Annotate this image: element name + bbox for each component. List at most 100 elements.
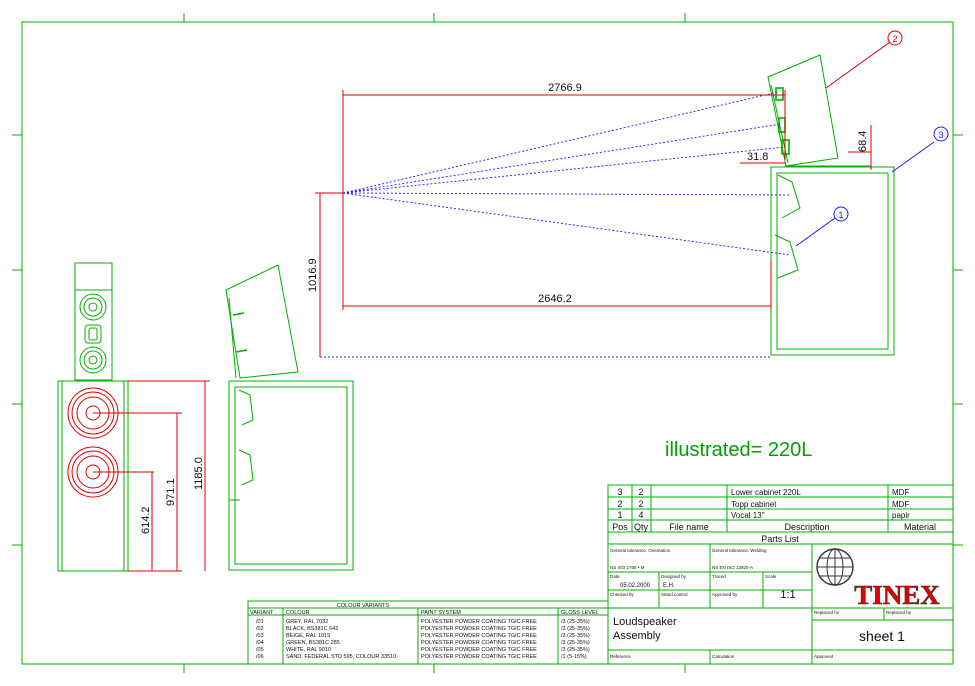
parts-header-description: Description <box>784 522 829 532</box>
cv-variant: /02 <box>256 626 264 632</box>
balloon-2: 2 <box>892 34 897 44</box>
parts-header-qty: Qty <box>634 522 649 532</box>
lower-cabinet-assembly <box>770 166 895 356</box>
cv-variant: /03 <box>256 633 264 639</box>
cv-paint: POLYESTER POWDER COATING TGIC FREE <box>421 647 537 653</box>
tb-designed-label: Designed by <box>661 574 687 579</box>
part-pos: 3 <box>617 487 622 497</box>
cv-gloss: /3 (25-35%) <box>561 619 590 625</box>
part-material: MDF <box>892 488 909 497</box>
lower-cabinet-side <box>228 380 354 571</box>
tb-title-line-1: Loudspeaker <box>613 616 677 628</box>
part-pos: 1 <box>617 510 622 520</box>
cv-rows: /01 GREY, RAL 7032 POLYESTER POWDER COAT… <box>256 619 590 660</box>
parts-header-file: File name <box>669 522 709 532</box>
tb-std-a: NS ISO 2768 • M <box>610 565 645 570</box>
balloon-3: 3 <box>938 130 943 140</box>
cv-paint: POLYESTER POWDER COATING TGIC FREE <box>421 619 537 625</box>
tb-scale-label: Scale <box>765 574 777 579</box>
dim-offset-b: 68.4 <box>857 131 869 152</box>
balloons <box>795 30 949 247</box>
tb-sheet: sheet 1 <box>859 628 905 644</box>
front-view <box>57 262 129 572</box>
top-cabinet-front <box>74 262 113 381</box>
tb-checked-label: Checked by <box>610 592 635 597</box>
parts-header-pos: Pos <box>612 522 628 532</box>
sightlines <box>320 91 791 358</box>
border-ticks <box>12 13 963 673</box>
dim-listen-height: 1016.9 <box>307 258 319 292</box>
cv-variant: /06 <box>256 654 264 660</box>
cv-header-variant: VARIANT <box>250 610 274 616</box>
cv-colour: GREEN, BS381C 285 <box>286 640 340 646</box>
tb-approved-label: Approved by <box>712 592 738 597</box>
part-description: Lower cabinet 220L <box>731 488 801 497</box>
tb-replaced-by-label: Replaced by <box>886 610 912 615</box>
assembly-view <box>767 54 895 356</box>
globe-icon <box>816 548 854 586</box>
part-qty: 4 <box>638 510 643 520</box>
tb-replaced-for-label: Replaced for <box>814 610 840 615</box>
cv-gloss: /3 (25-35%) <box>561 626 590 632</box>
cv-paint: POLYESTER POWDER COATING TGIC FREE <box>421 654 537 660</box>
cv-header-gloss: GLOSS LEVEL <box>561 610 599 616</box>
cv-header-colour: COLOUR <box>286 610 310 616</box>
tb-reference-label: Reference <box>610 654 631 659</box>
title-block <box>607 484 954 665</box>
tb-designed-value: E.H. <box>663 583 675 589</box>
cv-gloss: /3 (25-35%) <box>561 633 590 639</box>
cv-colour: GREY, RAL 7032 <box>286 619 328 625</box>
cv-header-paint: PAINT SYSTEM <box>421 610 461 616</box>
colour-variants-table <box>247 600 609 665</box>
parts-list-title: Parts List <box>761 534 799 544</box>
cv-paint: POLYESTER POWDER COATING TGIC FREE <box>421 626 537 632</box>
tb-date-value: 05.02.2000 <box>620 583 651 589</box>
part-material: MDF <box>892 500 909 509</box>
tb-general-tol-orientation: General tolerance, Orientation <box>610 548 671 553</box>
cv-gloss: /1 (5-15%) <box>561 654 587 660</box>
tb-std-b: NS EN ISO 13920-A <box>712 565 753 570</box>
dim-throw-bottom: 2646.2 <box>538 293 572 305</box>
part-description: Topp cabinet <box>731 500 777 509</box>
cv-variant: /01 <box>256 619 264 625</box>
front-dimensions <box>93 380 210 572</box>
assembly-dimensions <box>315 90 872 357</box>
cv-variant: /05 <box>256 647 264 653</box>
cv-paint: POLYESTER POWDER COATING TGIC FREE <box>421 640 537 646</box>
cv-colour: BLACK, BS381C 642 <box>286 626 338 632</box>
cv-variant: /04 <box>256 640 264 646</box>
top-cabinet-assembly <box>767 54 839 167</box>
top-cabinet-side <box>225 264 299 379</box>
dim-front-lower: 614.2 <box>140 506 152 534</box>
tb-title-line-2: Assembly <box>613 630 661 642</box>
tb-approved-label-2: Approved <box>814 654 834 659</box>
cv-colour: SAND, FEDERAL STD 595, COLOUR 33510 <box>286 654 396 660</box>
dim-front-total: 1185.0 <box>193 457 205 490</box>
sheet-border <box>21 21 954 665</box>
tb-traced-label: Traced <box>712 574 726 579</box>
cv-colour: BEIGE, RAL 1019 <box>286 633 330 639</box>
cv-title: COLOUR VARIANTS <box>337 603 389 609</box>
dim-offset-a: 31.8 <box>747 151 768 163</box>
tb-standard-label: Stand.control <box>661 592 688 597</box>
side-view <box>225 264 354 571</box>
parts-header-material: Material <box>904 522 936 532</box>
cv-paint: POLYESTER POWDER COATING TGIC FREE <box>421 633 537 639</box>
part-pos: 2 <box>617 499 622 509</box>
dim-front-upper: 971.1 <box>165 478 177 506</box>
part-qty: 2 <box>638 487 643 497</box>
part-qty: 2 <box>638 499 643 509</box>
company-logo: TINEX <box>854 580 940 610</box>
cv-colour: WHITE, RAL 9010 <box>286 647 331 653</box>
balloon-1: 1 <box>838 210 843 220</box>
tb-calculation-label: Calculation <box>712 654 735 659</box>
dim-throw-top: 2766.9 <box>548 82 582 94</box>
illustrated-label: illustrated= 220L <box>665 439 812 461</box>
tb-general-tol-welding: General tolerance, Welding <box>712 548 767 553</box>
cv-gloss: /3 (25-35%) <box>561 647 590 653</box>
lower-cabinet-front <box>57 380 129 572</box>
cv-gloss: /3 (25-35%) <box>561 640 590 646</box>
part-description: Vocal 13" <box>731 511 765 520</box>
part-material: papir <box>892 511 910 520</box>
